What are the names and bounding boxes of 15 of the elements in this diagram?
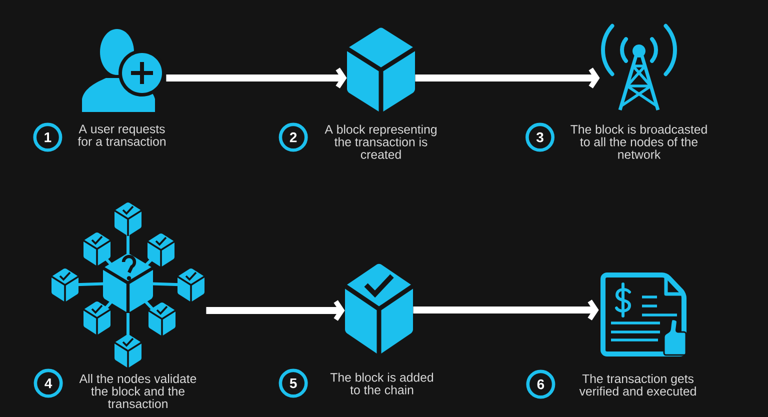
dollar-document-icon xyxy=(600,272,687,356)
arrow xyxy=(415,68,600,88)
cube-icon xyxy=(344,28,418,116)
arrow xyxy=(206,300,345,321)
block-network-icon xyxy=(50,202,206,369)
step-description: All the nodes validate the block and the transaction xyxy=(79,374,196,408)
step-description: A block representing the transaction is created xyxy=(324,124,436,159)
arrow xyxy=(166,68,347,88)
step-description: The transaction gets verified and executed xyxy=(579,374,696,396)
step-description: The block is broadcasted to all the nodes of the network xyxy=(570,124,707,159)
step-description: A user requests for a transaction xyxy=(78,124,166,146)
radio-tower-icon xyxy=(601,24,677,112)
step-description: The block is added to the chain xyxy=(330,372,434,394)
arrow xyxy=(413,300,599,320)
check-cube-icon xyxy=(342,264,416,358)
